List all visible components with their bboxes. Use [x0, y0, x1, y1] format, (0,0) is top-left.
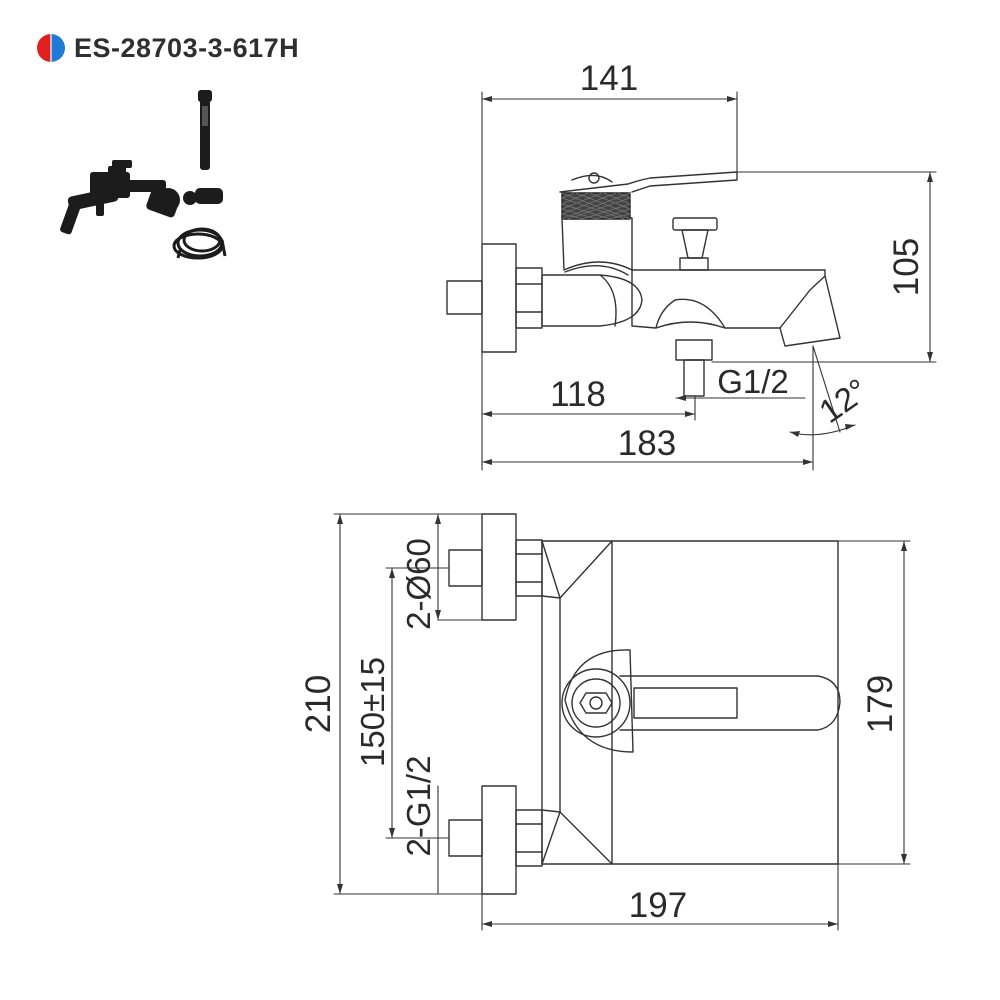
dim-height: 105 — [887, 238, 926, 296]
dim-inlet-thread: 2-G1/2 — [400, 756, 437, 857]
dim-angle: 12° — [812, 371, 874, 430]
product-image — [60, 90, 227, 260]
dim-total-length: 183 — [618, 424, 676, 463]
hot-cold-indicator-icon — [37, 34, 65, 62]
dim-center-distance: 150±15 — [354, 657, 391, 767]
top-view-arrows — [337, 514, 907, 927]
shower-holder-icon — [183, 188, 223, 205]
side-view-dimensions — [481, 91, 937, 471]
dim-flange-diameter: 2-Ø60 — [400, 538, 437, 630]
dim-outlet-distance: 118 — [550, 375, 606, 414]
dim-width-top: 141 — [580, 59, 638, 98]
top-view-dimensions — [333, 513, 911, 931]
hand-shower-icon — [198, 90, 212, 170]
dim-total-height: 210 — [299, 675, 338, 733]
model-number: ES-28703-3-617H — [74, 32, 300, 63]
mixer-body-icon — [60, 160, 180, 235]
side-view-outline — [446, 171, 841, 397]
top-view-outline — [448, 513, 841, 895]
dim-body-height: 179 — [861, 675, 900, 733]
header: ES-28703-3-617H — [36, 30, 299, 66]
dim-outlet-thread: G1/2 — [717, 363, 789, 400]
knurled-cap — [561, 192, 631, 220]
side-view-arrows — [482, 96, 933, 465]
dim-body-length: 197 — [629, 886, 687, 925]
shower-hose-icon — [172, 227, 227, 260]
